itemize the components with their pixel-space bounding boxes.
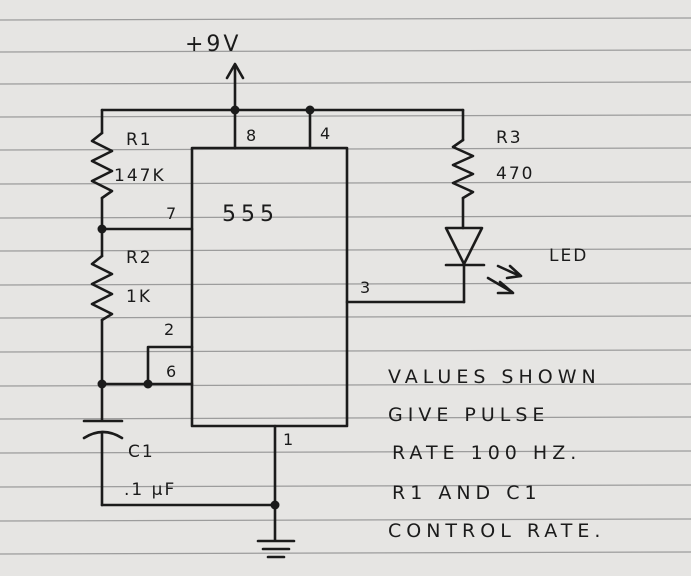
c1-name: C1 xyxy=(128,442,155,462)
r3-resistor xyxy=(451,138,475,200)
r2-name: R2 xyxy=(126,248,153,268)
note-line: RATE 100 HZ. xyxy=(392,442,582,464)
r2-value: 1K xyxy=(126,287,152,307)
junction-supply xyxy=(230,105,240,115)
junction-pins-2-6 xyxy=(143,379,153,389)
note-line: CONTROL RATE. xyxy=(388,520,606,542)
ic-555-body xyxy=(190,146,349,428)
junction-r1-r2 xyxy=(97,224,107,234)
r3-value: 470 xyxy=(496,164,535,184)
pin-2-number: 2 xyxy=(164,320,177,339)
led-arrow-1 xyxy=(496,264,522,278)
pin-8-number: 8 xyxy=(246,126,259,145)
r1-name: R1 xyxy=(126,130,153,150)
ic-label: 555 xyxy=(222,202,279,227)
pin-4-number: 4 xyxy=(320,124,333,143)
r3-name: R3 xyxy=(496,128,523,148)
pin-6-number: 6 xyxy=(166,362,179,381)
note-line: VALUES SHOWN xyxy=(388,366,601,388)
junction-r2-c1 xyxy=(97,379,107,389)
r1-value: 147K xyxy=(114,166,166,186)
note-line: GIVE PULSE xyxy=(388,404,550,426)
led-arrow-1-head xyxy=(505,264,523,280)
junction-pin4 xyxy=(305,105,315,115)
led-label: LED xyxy=(549,246,589,266)
pin-7-number: 7 xyxy=(166,204,179,223)
supply-label: +9V xyxy=(185,32,242,57)
r2-resistor xyxy=(90,254,114,322)
r1-resistor xyxy=(90,131,114,200)
led-triangle xyxy=(444,226,484,266)
pin-3-number: 3 xyxy=(360,278,373,297)
led-arrow-2-head xyxy=(496,280,515,295)
supply-arrow xyxy=(225,62,245,80)
pin-1-number: 1 xyxy=(283,430,296,449)
junction-ground xyxy=(270,500,280,510)
pin-2-wire xyxy=(146,345,194,386)
c1-value: .1 μF xyxy=(124,480,177,500)
note-line: R1 AND C1 xyxy=(392,482,542,504)
